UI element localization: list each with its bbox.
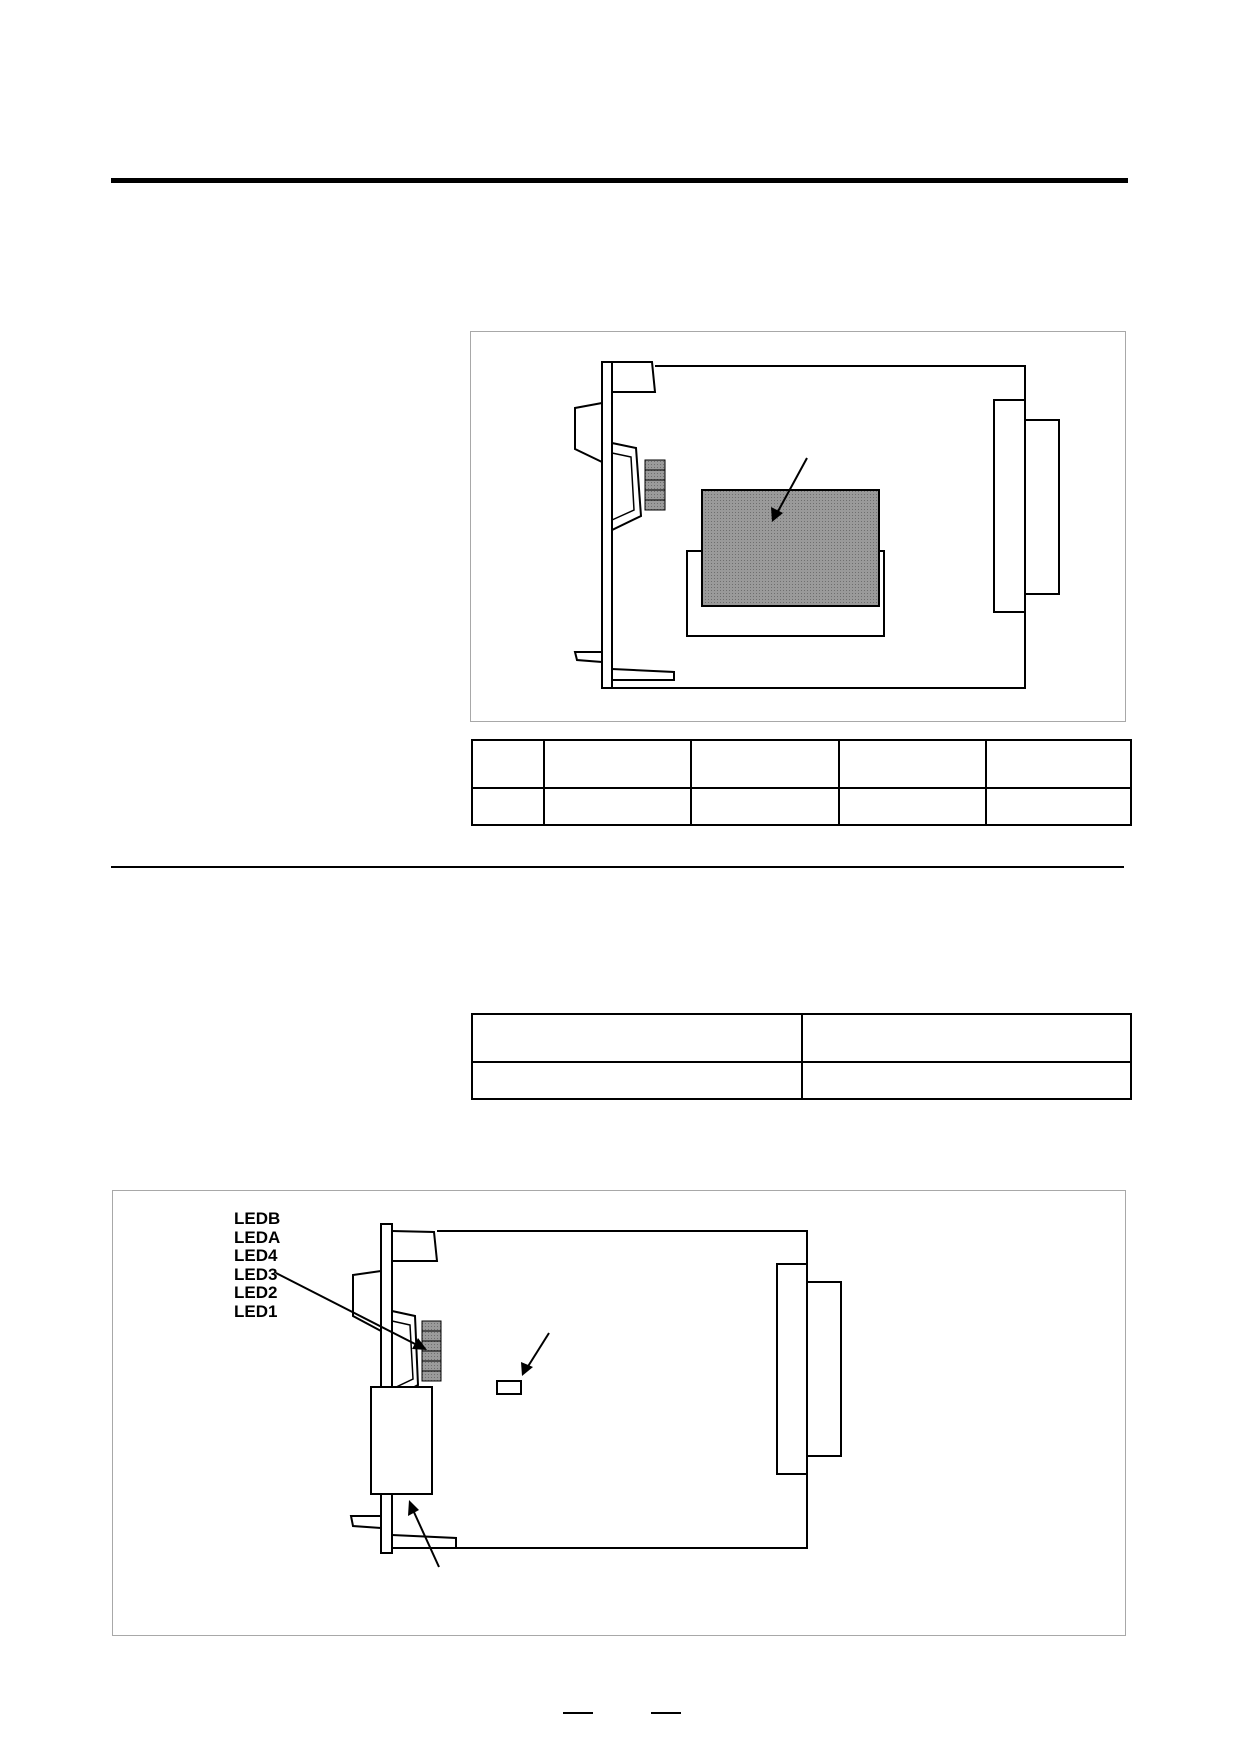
board-drawing-bottom xyxy=(275,1223,842,1568)
footer-dash-right xyxy=(651,1712,681,1714)
table-row xyxy=(471,739,1132,789)
table-cell xyxy=(471,787,545,826)
table-cell xyxy=(838,787,987,826)
led-label: LED3 xyxy=(234,1264,278,1284)
led-label: LEDA xyxy=(234,1227,281,1247)
table-cell xyxy=(543,739,692,789)
table-cell xyxy=(471,1013,803,1063)
table-cell xyxy=(543,787,692,826)
led-label: LED1 xyxy=(234,1301,278,1321)
led-label-list: LEDB LEDA LED4 LED3 LED2 LED1 xyxy=(234,1209,281,1321)
table-cell xyxy=(985,739,1132,789)
table-top xyxy=(471,739,1132,826)
led-label: LEDB xyxy=(234,1209,281,1228)
board-figure-top xyxy=(470,331,1126,722)
led-label: LED4 xyxy=(234,1246,278,1265)
table-row xyxy=(471,787,1132,826)
table-row xyxy=(471,1013,1132,1063)
section-divider xyxy=(111,866,1124,868)
table-cell xyxy=(471,1061,803,1100)
table-cell xyxy=(471,739,545,789)
table-cell xyxy=(838,739,987,789)
led-label: LED2 xyxy=(234,1283,278,1302)
table-cell xyxy=(801,1013,1132,1063)
table-cell xyxy=(690,787,840,826)
table-row xyxy=(471,1061,1132,1100)
footer-dash-left xyxy=(563,1712,593,1714)
table-middle xyxy=(471,1013,1132,1100)
table-cell xyxy=(690,739,840,789)
table-cell xyxy=(801,1061,1132,1100)
table-cell xyxy=(985,787,1132,826)
header-rule xyxy=(111,178,1128,183)
board-figure-bottom xyxy=(112,1190,1126,1636)
board-drawing-top xyxy=(573,361,1060,689)
